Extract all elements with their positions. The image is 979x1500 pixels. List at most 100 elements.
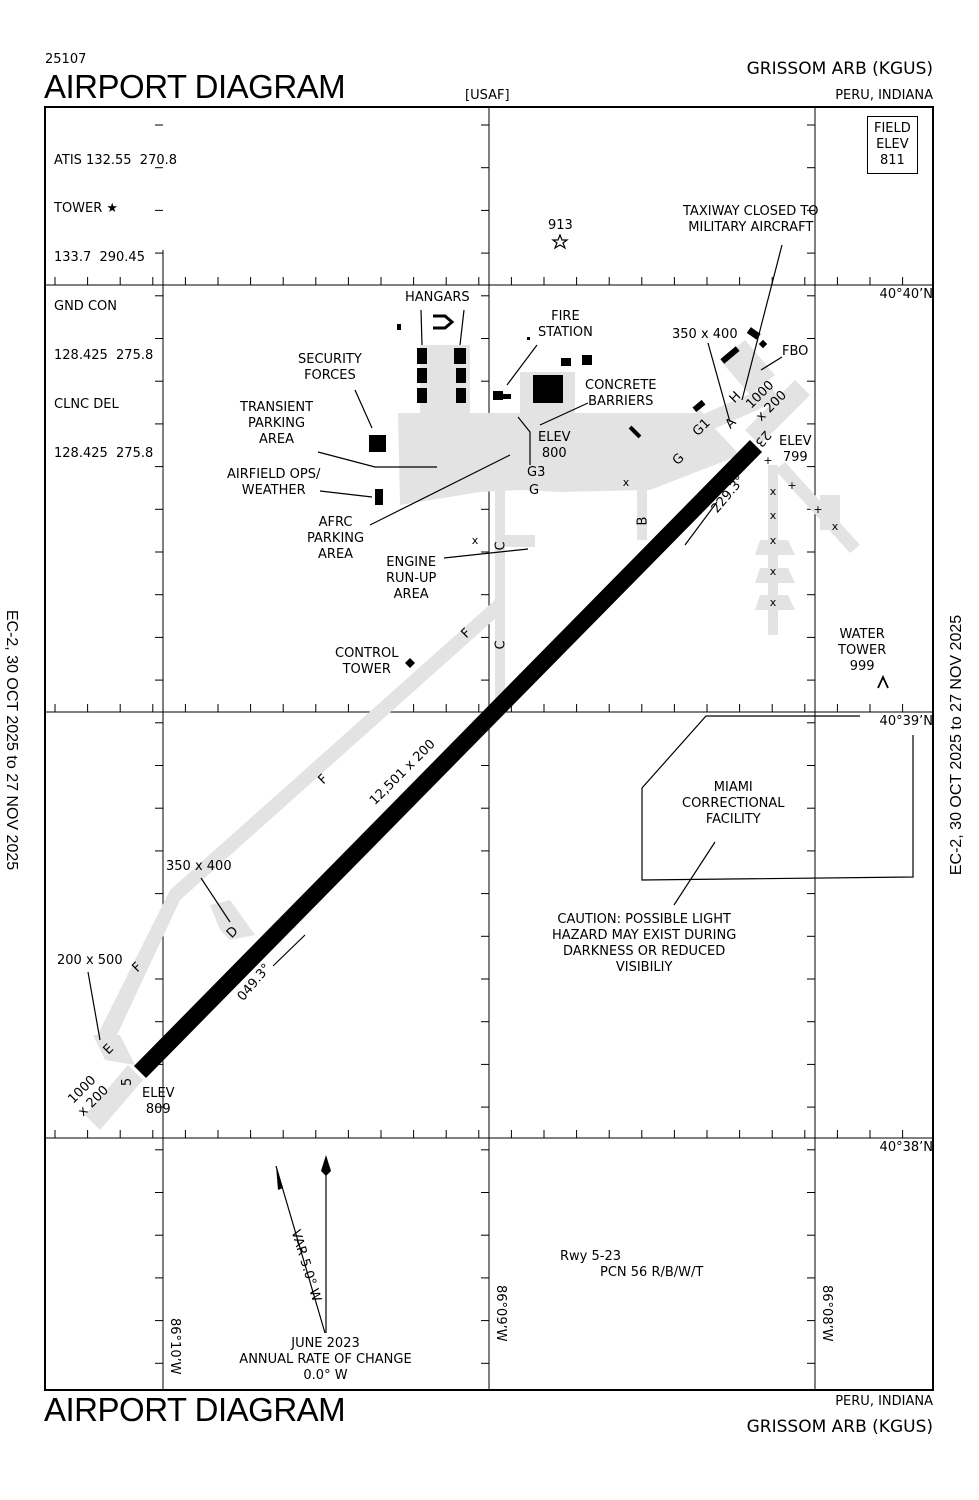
lat-lon-grid (45, 107, 933, 1390)
lon-86-08: 86°08’W (819, 1285, 834, 1342)
frequency-list: ATIS 132.55 270.8 TOWER ★ 133.7 290.45 G… (54, 120, 177, 479)
svg-text:x: x (770, 565, 777, 578)
building-b (582, 355, 592, 365)
security-forces-arrow (354, 389, 373, 429)
building-fbo-1 (720, 346, 740, 364)
taxiway-g3-label: G3 (527, 465, 546, 480)
page-title: AIRPORT DIAGRAM (44, 68, 346, 105)
large-building (533, 375, 563, 403)
svg-text:x: x (472, 534, 479, 547)
lat-40-39: 40°39’N (879, 714, 933, 729)
svg-text:x: x (623, 476, 630, 489)
building-g1 (692, 399, 706, 413)
hangar-4 (454, 348, 466, 364)
taxiway-b (637, 480, 647, 540)
main-apron (398, 413, 740, 505)
taxiway-f-south (95, 890, 180, 1050)
airfield-ops-arrow (319, 490, 373, 498)
closed-pad-east (820, 495, 840, 530)
pcn-value: PCN 56 R/B/W/T (600, 1265, 704, 1280)
svg-text:+: + (787, 479, 796, 492)
correctional-facility-boundary (641, 715, 914, 881)
taxiway-closed-arrow (741, 244, 783, 401)
small-building (397, 324, 401, 330)
taxiway-b-label: B (635, 516, 651, 526)
heading-049-arrow (272, 934, 306, 967)
true-north-arrowhead (321, 1155, 331, 1176)
afrc-parking-arrow (369, 454, 511, 526)
runway-5-designator: 5 (120, 1077, 136, 1087)
airport-name: GRISSOM ARB (KGUS) (746, 59, 933, 79)
fbo-label: FBO (782, 344, 809, 359)
engine-runup-arrow (443, 548, 529, 559)
airport-location: PERU, INDIANA (835, 88, 933, 103)
freq-tower-label: TOWER ★ (54, 201, 119, 217)
fbo-arrow (760, 356, 783, 371)
closed-markings: x x x x x x x x + + + (472, 454, 839, 609)
taxiway-c (495, 490, 505, 705)
hangars-arrow-left (420, 309, 423, 346)
hangar-5 (456, 368, 466, 383)
building-fbo-2 (746, 327, 761, 340)
taxiway-g1 (690, 385, 780, 435)
caution-arrow (673, 841, 716, 906)
hangar-3 (417, 388, 427, 403)
closed-stub-3 (755, 595, 795, 610)
svg-text:+: + (813, 503, 822, 516)
field-elevation-box: FIELD ELEV 811 (867, 116, 918, 174)
svg-text:x: x (832, 520, 839, 533)
freq-tower: 133.7 290.45 (54, 250, 145, 266)
small-structure (527, 337, 530, 340)
pad-e-label: 200 x 500 (57, 953, 123, 968)
airfield-ops-label: AIRFIELD OPS/WEATHER (227, 467, 321, 498)
g3-leader (517, 416, 531, 465)
freq-ground-label: GND CON (54, 299, 117, 315)
magnetic-north-line (275, 1165, 326, 1334)
freq-ground: 128.425 275.8 (54, 348, 154, 364)
lat-40-40: 40°40’N (879, 287, 933, 302)
magnetic-north-arrowhead (276, 1166, 283, 1190)
building-a (561, 358, 571, 366)
svg-text:+: + (763, 454, 772, 467)
obstacle-star-icon (551, 233, 569, 250)
pad-ne-label: 350 x 400 (672, 327, 738, 342)
freq-atis: ATIS 132.55 270.8 (54, 152, 178, 168)
pad-e (93, 1035, 135, 1065)
freq-clearance-label: CLNC DEL (54, 397, 119, 413)
buildings (369, 324, 768, 668)
concrete-barriers-arrow (539, 402, 589, 426)
magnetic-info: JUNE 2023 ANNUAL RATE OF CHANGE 0.0° W (239, 1336, 412, 1383)
fire-station-arrow (506, 344, 538, 386)
runway-5-23 (133, 440, 763, 1078)
magnetic-variation-diagram (275, 1155, 331, 1334)
pad-e-arrow (87, 971, 101, 1041)
footer-airport-name: GRISSOM ARB (KGUS) (746, 1417, 933, 1437)
security-forces-building (369, 435, 386, 452)
overrun-ne (745, 380, 810, 445)
overrun-sw (85, 1065, 143, 1130)
taxiway-c-label-south: C (493, 640, 509, 650)
footer-title: AIRPORT DIAGRAM (44, 1391, 346, 1428)
pcn-runway: Rwy 5-23 (560, 1249, 621, 1264)
svg-text:x: x (770, 596, 777, 609)
freq-clearance: 128.425 275.8 (54, 445, 154, 461)
control-tower-symbol (405, 658, 415, 668)
taxiway-g (640, 410, 710, 480)
pad-d-label: 350 x 400 (166, 859, 232, 874)
lat-40-38: 40°38’N (879, 1140, 933, 1155)
closed-stub-1 (755, 540, 795, 555)
svg-text:x: x (770, 485, 777, 498)
hangar-1 (417, 348, 427, 364)
fire-station (493, 391, 503, 400)
hangar-glyph (433, 314, 455, 330)
